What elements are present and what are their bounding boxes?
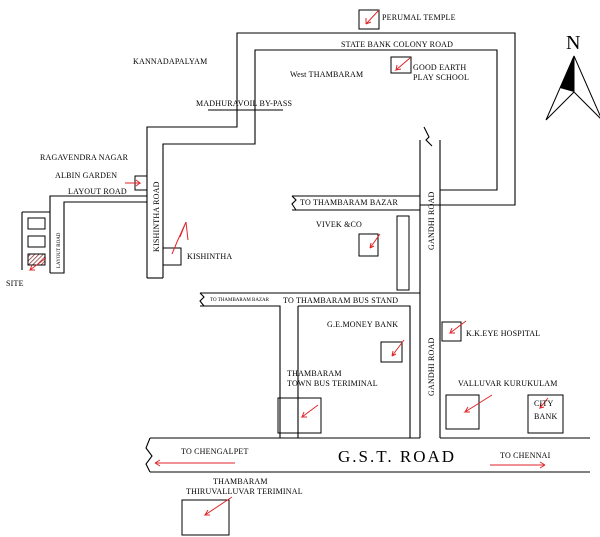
gst-road [150, 437, 590, 473]
gandhi-road-break [423, 126, 433, 147]
kk-eye-label: K.K.EYE HOSPITAL [466, 329, 540, 338]
kk-eye-box [441, 321, 462, 342]
kishintha-arrow [171, 221, 189, 255]
good-earth-arrow [394, 57, 411, 71]
town-bus-label-2: TOWN BUS TERIMINAL [287, 379, 378, 388]
ge-money-arrow [391, 339, 405, 357]
kishintha-box [162, 247, 182, 266]
north-arrow-icon [545, 55, 600, 121]
site-label: SITE [6, 279, 24, 288]
to-thambaram-bazar-small-label: TO THAMBARAM BAZAR [210, 298, 270, 303]
bus-stand-road [200, 292, 420, 438]
city-bank-label-1: CITY [534, 399, 553, 408]
good-earth-box [390, 56, 412, 74]
state-bank-colony-road-label: STATE BANK COLONY ROAD [341, 40, 453, 49]
to-chengalpet-arrow [154, 459, 235, 467]
perumal-temple-label: PERUMAL TEMPLE [382, 13, 456, 22]
ge-money-label: G.E.MONEY BANK [327, 320, 398, 329]
to-thambaram-bazar-label: TO THAMBARAM BAZAR [300, 198, 398, 207]
kk-eye-arrow [448, 320, 467, 334]
gst-road-left-end [145, 437, 153, 473]
albin-garden-arrow [125, 179, 142, 187]
albin-garden-label: ALBIN GARDEN [55, 171, 117, 180]
valluvar-box [445, 394, 480, 430]
vivek-box [358, 233, 379, 257]
kannadapalyam-label: KANNADAPALYAM [133, 57, 207, 66]
city-bank-label-2: BANK [534, 412, 557, 421]
site-lane [21, 211, 50, 270]
madhuravoil-bypass-label: MADHURAVOIL BY-PASS [196, 99, 292, 108]
bazar-road-end [291, 195, 297, 211]
to-chennai-label: TO CHENNAI [500, 451, 551, 460]
perumal-temple-arrow [365, 9, 380, 25]
to-chengalpet-label: TO CHENGALPET [181, 447, 249, 456]
ragavendra-nagar-label: RAGAVENDRA NAGAR [40, 153, 129, 162]
gandhi-road [419, 140, 441, 438]
valluvar-label: VALLUVAR KURUKULAM [458, 379, 558, 388]
bus-stand-break [199, 292, 205, 307]
town-bus-arrow [300, 404, 319, 418]
thiruvalluvar-label-1: THAMBARAM [213, 477, 268, 486]
layout-road-label: LAYOUT ROAD [68, 187, 127, 196]
west-thambaram-label: West THAMBARAM [290, 70, 363, 79]
to-chennai-arrow [490, 461, 546, 469]
town-bus-box [277, 397, 322, 434]
thambaram-bazar-road [292, 195, 420, 211]
city-bank-box [527, 394, 564, 434]
layout-road-vertical-label: LAYOUT ROAD [57, 232, 62, 268]
north-label: N [566, 32, 580, 54]
site-plot-hatched [27, 253, 46, 266]
block-strip [396, 215, 410, 291]
thiruvalluvar-arrow [203, 496, 233, 516]
town-bus-label-1: THAMBARAM [287, 369, 342, 378]
site-arrow [28, 257, 47, 271]
bus-stand-road-inner [297, 305, 411, 438]
gandhi-road-upper-label: GANDHI ROAD [427, 192, 436, 250]
state-bank-colony-road-outer [146, 32, 516, 278]
layout-road [49, 195, 147, 274]
ge-money-box [380, 341, 403, 363]
vivek-arrow [369, 233, 381, 249]
site-plot-2 [27, 235, 46, 248]
thiruvalluvar-label-2: THIRUVALLUVAR TERIMINAL [186, 487, 303, 496]
gst-road-label: G.S.T. ROAD [338, 447, 456, 466]
perumal-temple-box [358, 9, 380, 30]
state-bank-colony-road-inner [162, 49, 498, 278]
kishintha-road-label: KISHINTHA ROAD [152, 181, 161, 252]
valluvar-arrow [463, 394, 493, 413]
gandhi-road-lower-label: GANDHI ROAD [427, 338, 436, 396]
site-plot-1 [27, 217, 46, 230]
vivek-label: VIVEK &CO [316, 220, 362, 229]
thiruvalluvar-box [181, 499, 230, 536]
city-bank-arrow [538, 397, 549, 409]
good-earth-label-1: GOOD EARTH [413, 63, 466, 72]
kishintha-label: KISHINTHA [187, 252, 232, 261]
to-thambaram-bus-stand-label: TO THAMBARAM BUS STAND [283, 296, 398, 305]
good-earth-label-2: PLAY SCHOOL [413, 73, 469, 82]
